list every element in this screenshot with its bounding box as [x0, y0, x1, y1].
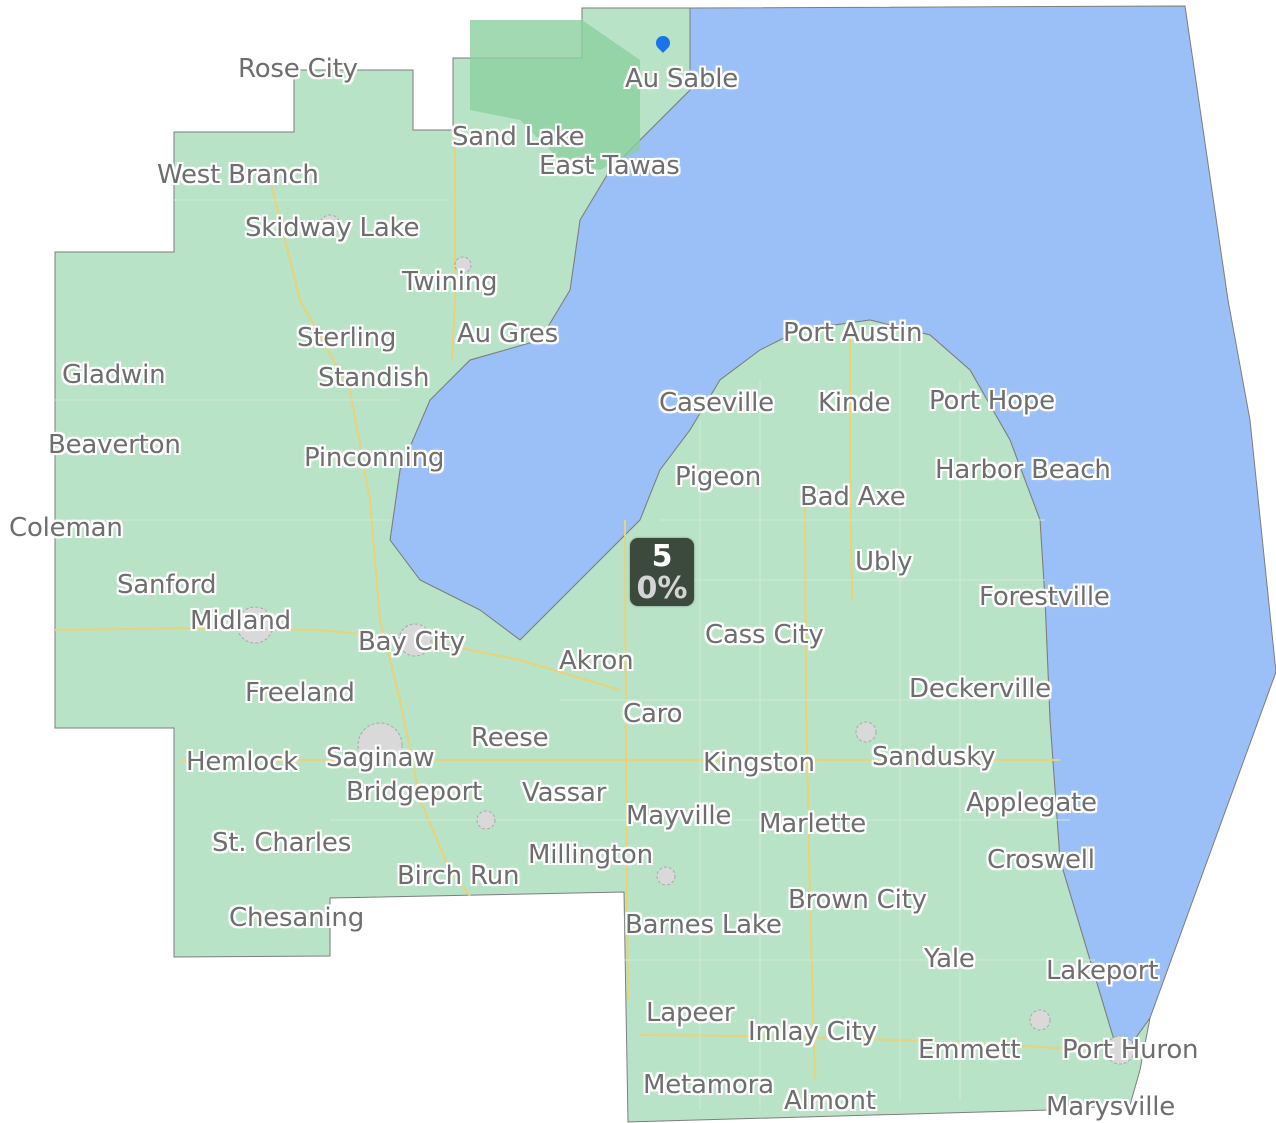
- place-label: St. Charles: [212, 828, 352, 858]
- place-label: Skidway Lake: [245, 213, 420, 243]
- place-label: Saginaw: [326, 743, 435, 773]
- place-label: Metamora: [643, 1070, 774, 1100]
- place-label: Caseville: [659, 388, 774, 418]
- place-label: Chesaning: [229, 903, 364, 933]
- place-label: Akron: [559, 646, 634, 676]
- place-label: Applegate: [966, 788, 1097, 818]
- place-label: Bad Axe: [800, 482, 906, 512]
- place-label: Pinconning: [304, 443, 445, 473]
- place-label: Harbor Beach: [935, 455, 1111, 485]
- place-label: Cass City: [705, 620, 824, 650]
- place-label: Port Huron: [1062, 1035, 1199, 1065]
- place-label: Vassar: [522, 778, 607, 808]
- place-label: Bridgeport: [346, 777, 483, 807]
- place-label: Au Gres: [457, 319, 558, 349]
- place-label: East Tawas: [539, 151, 680, 181]
- forest-area: [470, 20, 640, 170]
- place-label: Rose City: [238, 54, 358, 84]
- place-label: Imlay City: [748, 1017, 877, 1047]
- place-label: Sand Lake: [452, 122, 585, 152]
- place-label: Au Sable: [625, 64, 739, 94]
- place-label: Sandusky: [872, 742, 996, 772]
- cluster-percent: 0%: [636, 571, 688, 606]
- place-label: Marlette: [759, 809, 867, 839]
- place-label: Standish: [318, 363, 430, 393]
- place-label: Coleman: [9, 513, 123, 543]
- place-label: Birch Run: [397, 861, 520, 891]
- place-label: Brown City: [788, 885, 927, 915]
- place-label: Hemlock: [186, 747, 298, 777]
- roads: [54, 130, 1101, 1081]
- place-label: Lakeport: [1046, 956, 1159, 986]
- place-label: Lapeer: [646, 998, 735, 1028]
- place-label: Forestville: [979, 582, 1110, 612]
- place-label: Sterling: [297, 323, 397, 353]
- place-label: Twining: [402, 267, 498, 297]
- place-label: Sanford: [117, 570, 217, 600]
- place-label: Deckerville: [909, 674, 1051, 704]
- place-label: Ubly: [855, 547, 913, 577]
- place-label: Millington: [528, 840, 653, 870]
- cluster-count: 5: [651, 539, 673, 574]
- urban-areas: [236, 214, 1135, 1065]
- place-label: Bay City: [358, 627, 465, 657]
- place-label: Mayville: [626, 801, 732, 831]
- place-label: Freeland: [245, 678, 355, 708]
- place-label: Kingston: [703, 748, 815, 778]
- place-label: Almont: [784, 1086, 876, 1116]
- place-label: Kinde: [818, 388, 891, 418]
- place-label: Port Austin: [783, 318, 923, 348]
- place-label: Gladwin: [62, 360, 166, 390]
- place-label: Reese: [471, 723, 549, 753]
- place-label: Midland: [190, 606, 291, 636]
- place-label: Croswell: [987, 845, 1095, 875]
- place-label: Pigeon: [675, 462, 762, 492]
- place-label: Beaverton: [48, 430, 181, 460]
- cluster-badge[interactable]: 5 0%: [630, 538, 694, 606]
- place-label: Caro: [623, 699, 683, 729]
- place-label: Marysville: [1046, 1092, 1176, 1122]
- place-label: Port Hope: [929, 386, 1055, 416]
- grid-roads: [55, 199, 1095, 1110]
- place-label: Yale: [924, 944, 975, 974]
- place-label: West Branch: [157, 160, 319, 190]
- place-label: Barnes Lake: [625, 910, 782, 940]
- place-label: Emmett: [918, 1035, 1021, 1065]
